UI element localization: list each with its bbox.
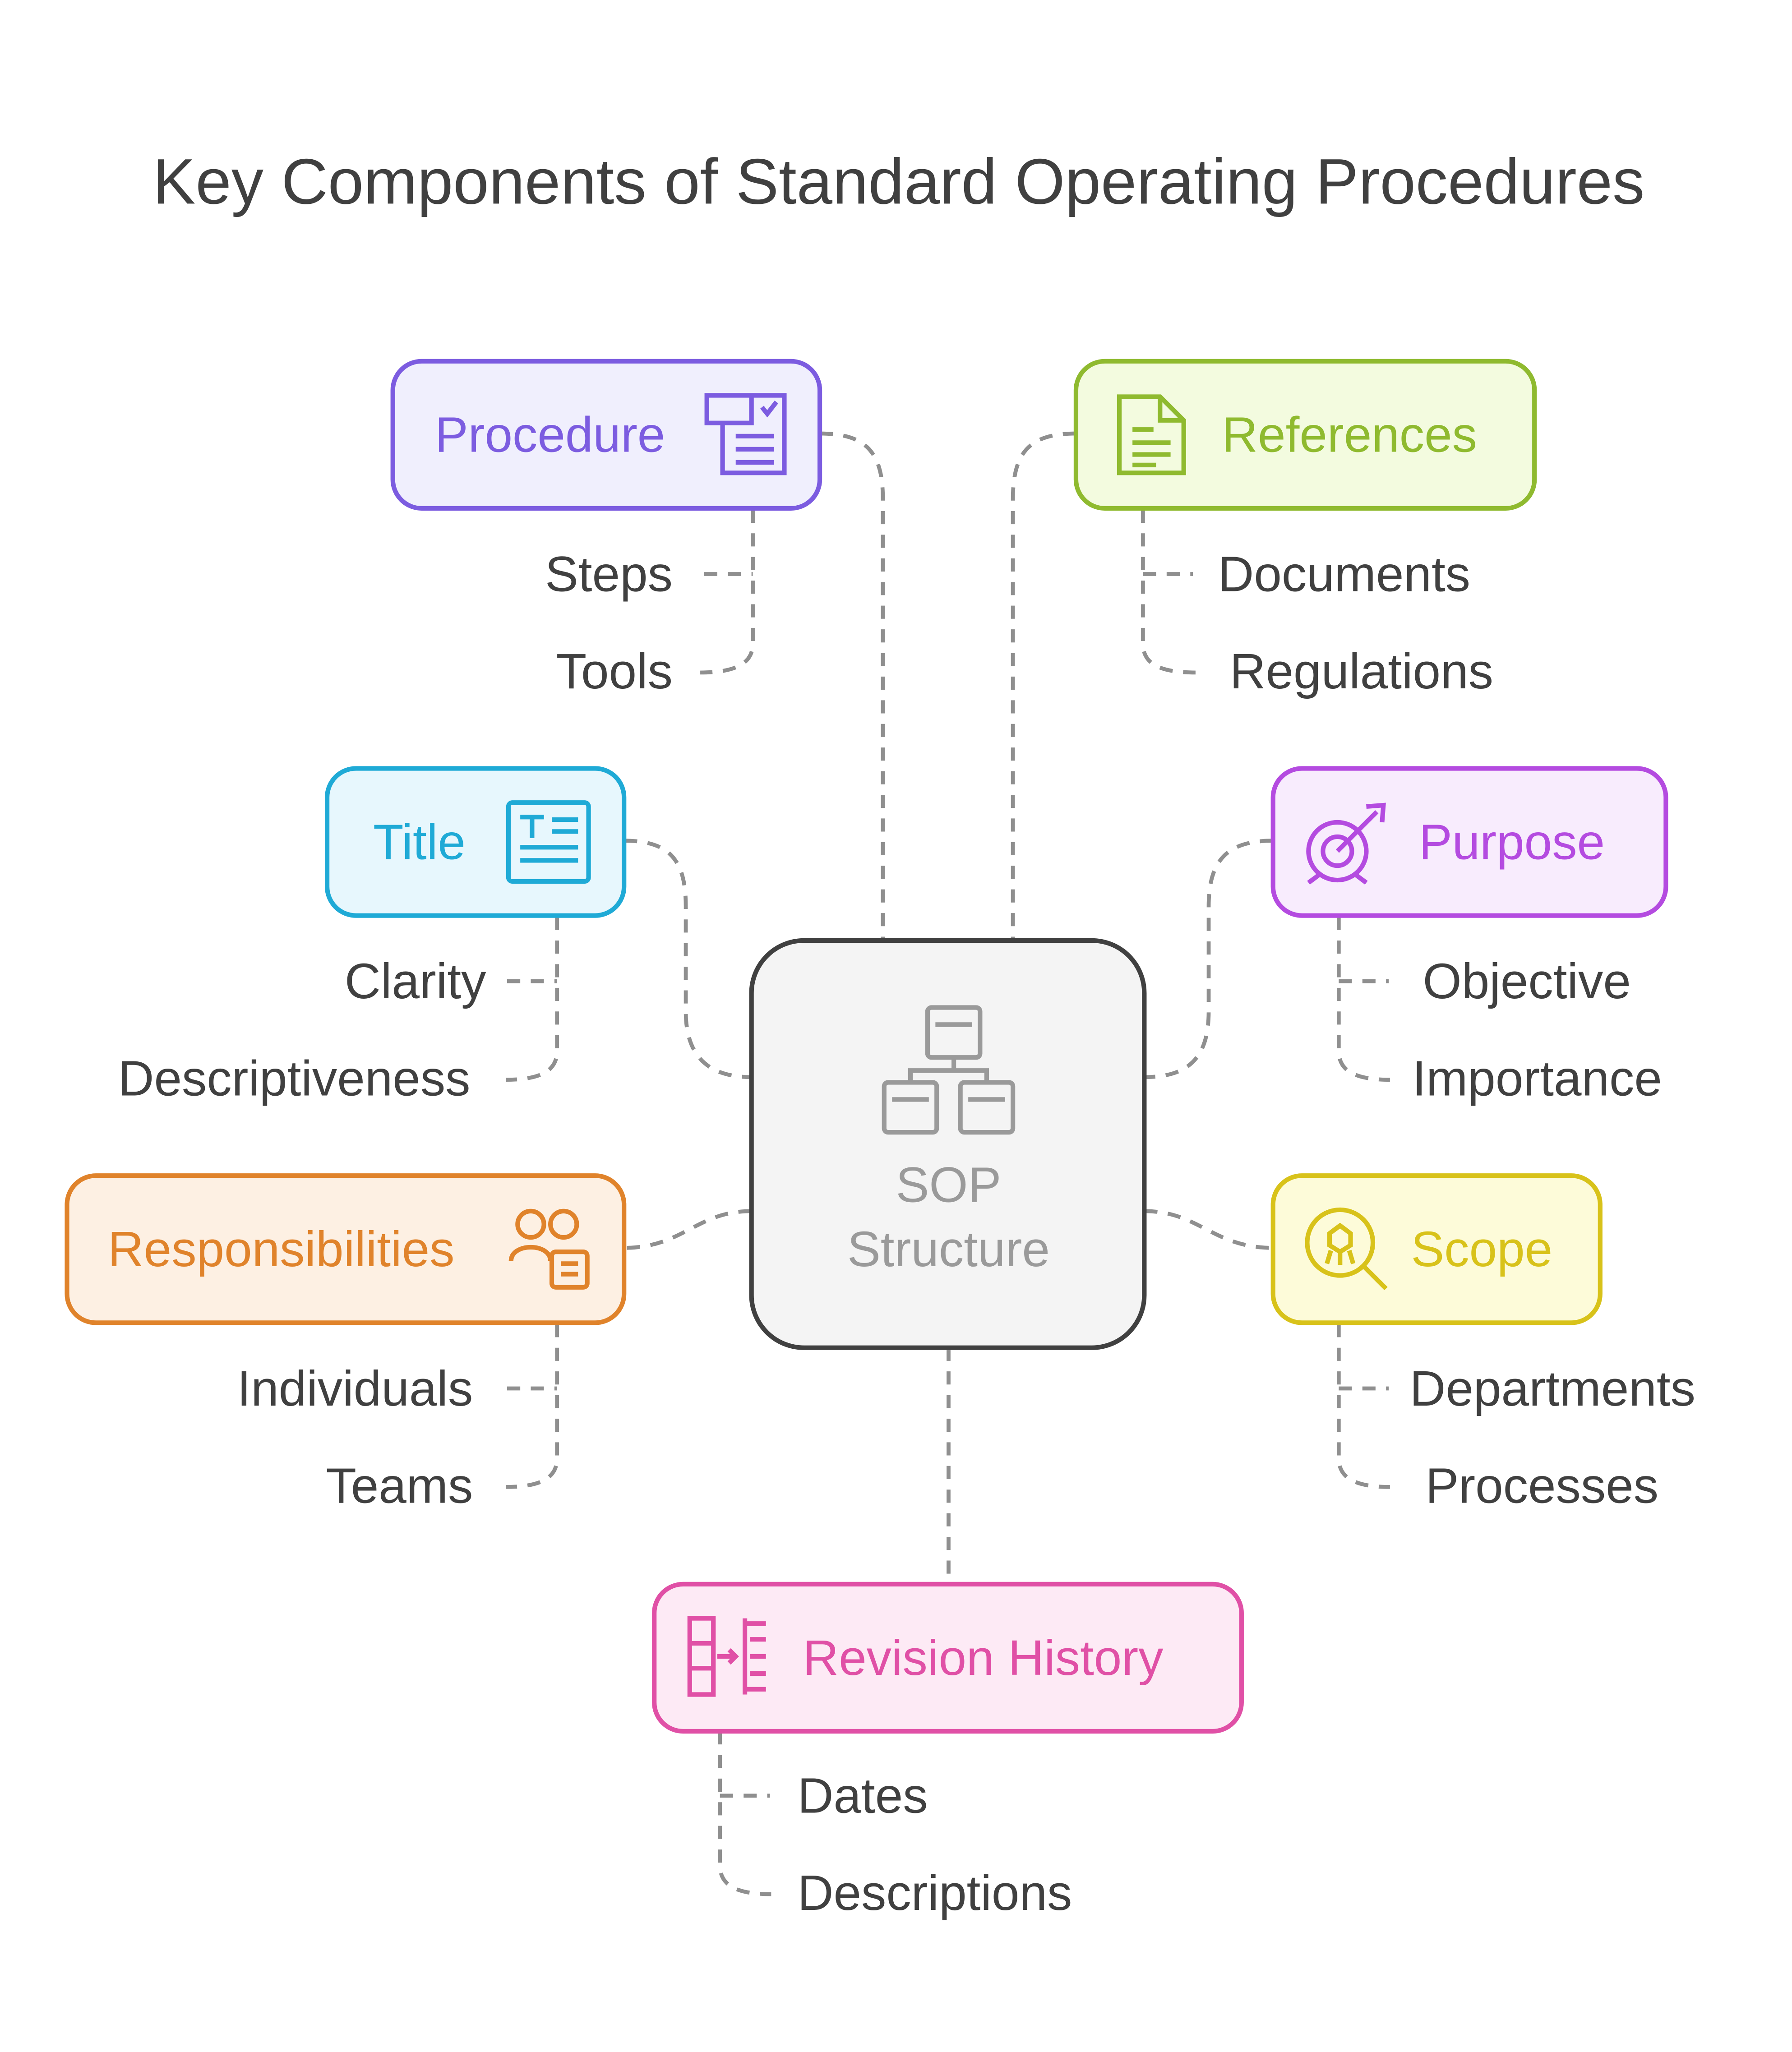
revision-item-dates: Dates — [798, 1768, 928, 1824]
people-icon — [508, 1208, 590, 1290]
scope-item-departments: Departments — [1410, 1361, 1695, 1416]
node-procedure: Procedure — [390, 359, 822, 511]
revision-icon — [687, 1616, 766, 1697]
node-revision-history: Revision History — [652, 1582, 1244, 1734]
center-label-line2: Structure — [847, 1222, 1050, 1277]
hierarchy-icon — [882, 1005, 1016, 1135]
references-item-documents: Documents — [1218, 546, 1470, 602]
diagram-title: Key Components of Standard Operating Pro… — [152, 146, 1644, 217]
scope-item-processes: Processes — [1426, 1458, 1659, 1513]
center-label-line1: SOP — [896, 1157, 1002, 1213]
node-revision-history-label: Revision History — [803, 1630, 1164, 1686]
title-item-clarity: Clarity — [345, 954, 486, 1009]
purpose-item-importance: Importance — [1412, 1051, 1662, 1107]
node-purpose-label: Purpose — [1419, 814, 1605, 870]
target-icon — [1306, 802, 1386, 885]
node-scope: Scope — [1270, 1173, 1603, 1325]
search-scope-icon — [1305, 1207, 1388, 1291]
document-icon — [1117, 394, 1186, 475]
node-scope-label: Scope — [1411, 1222, 1552, 1277]
node-title: Title — [324, 766, 627, 918]
node-references: References — [1073, 359, 1537, 511]
sub-connectors — [506, 509, 1390, 1896]
title-card-icon — [506, 800, 591, 884]
node-purpose: Purpose — [1270, 766, 1668, 918]
connector-scope — [1144, 1209, 1273, 1250]
node-title-label: Title — [373, 814, 466, 870]
checklist-icon — [704, 393, 787, 475]
connector-responsibilities — [624, 1209, 752, 1250]
node-procedure-label: Procedure — [435, 407, 665, 463]
procedure-item-tools: Tools — [556, 644, 673, 699]
procedure-item-steps: Steps — [545, 546, 673, 602]
connector-purpose — [1144, 839, 1273, 1079]
node-references-label: References — [1222, 407, 1477, 463]
references-item-regulations: Regulations — [1230, 644, 1493, 699]
title-item-descriptiveness: Descriptiveness — [118, 1051, 471, 1107]
connectors — [624, 431, 1273, 1584]
node-responsibilities-label: Responsibilities — [108, 1222, 455, 1277]
connector-title — [624, 839, 752, 1079]
connector-references — [1011, 431, 1076, 941]
responsibilities-item-individuals: Individuals — [237, 1361, 473, 1416]
purpose-item-objective: Objective — [1423, 954, 1631, 1009]
responsibilities-item-teams: Teams — [326, 1458, 473, 1513]
center-node: SOP Structure — [749, 938, 1147, 1350]
node-responsibilities: Responsibilities — [65, 1173, 627, 1325]
revision-item-descriptions: Descriptions — [798, 1865, 1072, 1921]
connector-procedure — [820, 431, 885, 941]
